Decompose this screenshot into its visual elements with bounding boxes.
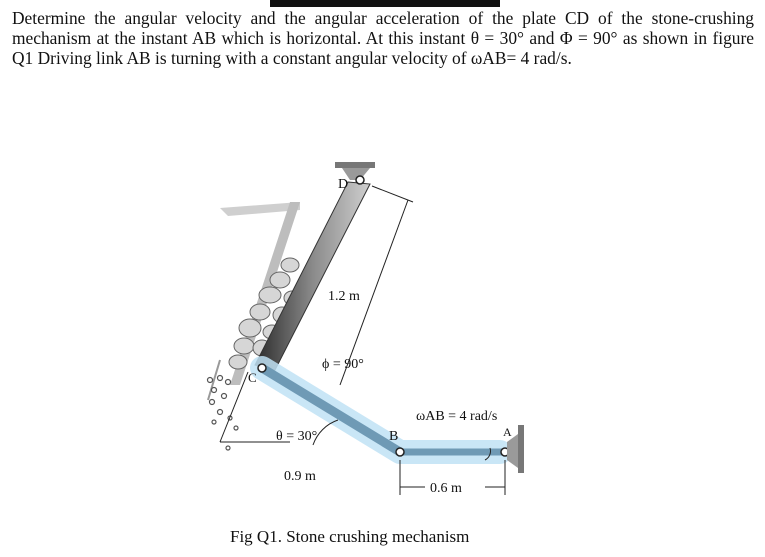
label-length-cd: 1.2 m	[328, 289, 360, 304]
header-fragment	[270, 0, 500, 7]
label-d: D	[338, 177, 348, 192]
label-dim-06: 0.6 m	[430, 481, 462, 496]
label-c: C	[248, 370, 257, 385]
label-dim-09: 0.9 m	[284, 469, 316, 484]
label-omega: ωAB = 4 rad/s	[416, 409, 497, 424]
right-support-bracket	[507, 434, 518, 468]
dimension-lines	[219, 185, 506, 495]
chute-line	[207, 359, 221, 401]
problem-text: Determine the angular velocity and the a…	[12, 8, 754, 68]
label-theta: θ = 30°	[276, 429, 317, 444]
top-support-bracket	[342, 168, 370, 180]
label-a: A	[503, 425, 512, 439]
mechanism-diagram: D C B A 1.2 m ϕ = 90° ωAB = 4 rad/s θ = …	[206, 162, 524, 496]
hopper-top	[220, 202, 300, 216]
figure-caption: Fig Q1. Stone crushing mechanism	[230, 527, 470, 546]
label-phi: ϕ = 90°	[322, 357, 364, 372]
label-b: B	[389, 429, 398, 444]
pin-c	[257, 363, 267, 373]
mechanism-figure: D C B A 1.2 m ϕ = 90° ωAB = 4 rad/s θ = …	[200, 150, 560, 525]
problem-statement: Determine the angular velocity and the a…	[12, 8, 754, 68]
pin-d	[355, 175, 365, 185]
top-support-base	[335, 162, 375, 168]
right-support-base	[518, 425, 524, 473]
link-cb	[257, 363, 405, 457]
small-stones	[206, 374, 239, 451]
pin-b	[395, 447, 405, 457]
